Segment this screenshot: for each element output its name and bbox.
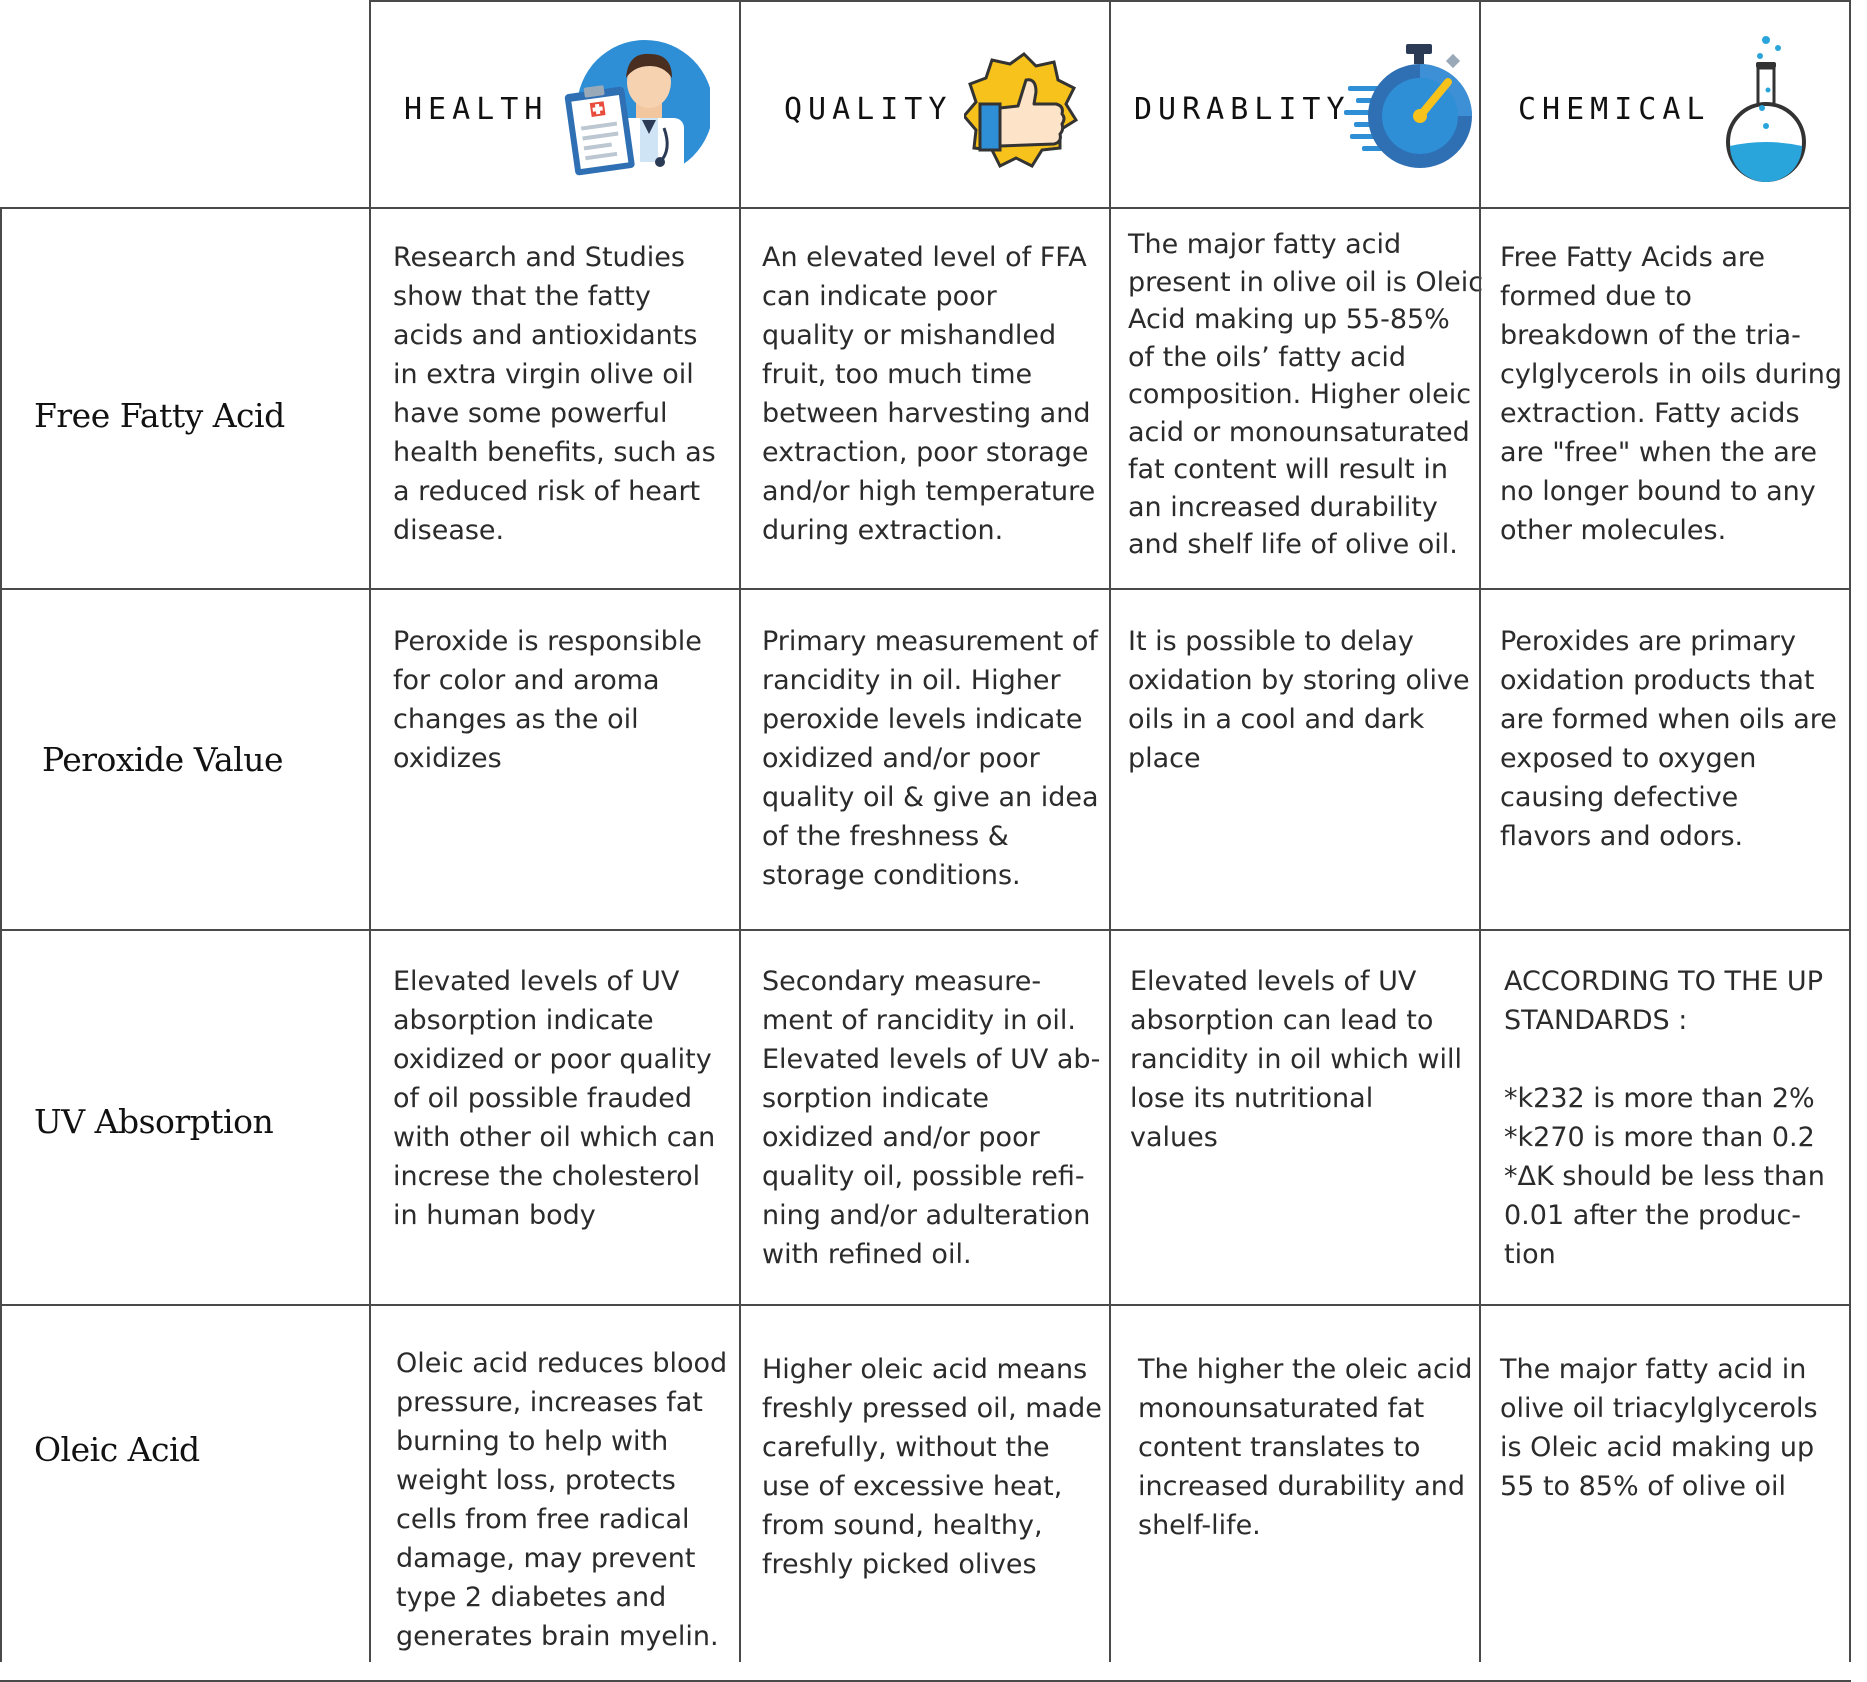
cell-uv-health: Elevated levels of UV absorption indicat… (393, 966, 716, 1231)
cell-ffa-quality: An elevated level of FFA can indicate po… (762, 242, 1096, 546)
cell-peroxide-durability: It is possible to delay oxidation by sto… (1128, 626, 1470, 774)
thumbs-up-badge-icon (964, 52, 1079, 169)
cell-oleic-quality: Higher oleic acid means freshly pressed … (762, 1354, 1102, 1580)
cell-ffa-chemical: Free Fatty Acids are formed due to break… (1500, 242, 1843, 546)
row-label-free-fatty-acid: Free Fatty Acid (34, 396, 285, 435)
table-divider (0, 207, 1851, 209)
cell-oleic-durability: The higher the oleic acid monounsaturate… (1138, 1354, 1473, 1541)
cell-ffa-health: Research and Studies show that the fatty… (393, 242, 716, 546)
table-border-right (1849, 0, 1851, 1662)
cell-peroxide-health: Peroxide is responsible for color and ar… (393, 626, 702, 774)
stopwatch-icon (1344, 44, 1472, 168)
header-cell-durability: DURABLITY (1110, 0, 1480, 208)
table-divider (0, 588, 1851, 590)
table-divider (739, 0, 741, 1662)
cell-oleic-chemical: The major fatty acid in olive oil triacy… (1500, 1354, 1818, 1502)
cell-uv-chemical: ACCORDING TO THE UP STANDARDS : *k232 is… (1504, 966, 1825, 1270)
row-label-peroxide-value: Peroxide Value (42, 740, 284, 779)
table-divider (0, 929, 1851, 931)
table-divider (1109, 0, 1111, 1662)
table-divider (369, 0, 371, 1662)
row-label-uv-absorption: UV Absorption (34, 1102, 274, 1141)
row-label-oleic-acid: Oleic Acid (34, 1430, 200, 1469)
cell-oleic-health: Oleic acid reduces blood pressure, incre… (396, 1348, 728, 1652)
doctor-icon (564, 40, 710, 178)
header-cell-quality: QUALITY (740, 0, 1110, 208)
column-header-quality: QUALITY (784, 92, 953, 127)
cell-peroxide-quality: Primary measurement of rancidity in oil.… (762, 626, 1099, 891)
table-divider (0, 1304, 1851, 1306)
column-header-durability: DURABLITY (1134, 92, 1351, 127)
column-header-health: HEALTH (404, 92, 549, 127)
header-cell-chemical: CHEMICAL (1480, 0, 1850, 208)
cell-uv-durability: Elevated levels of UV absorption can lea… (1130, 966, 1463, 1153)
flask-icon (1726, 36, 1806, 182)
column-header-chemical: CHEMICAL (1518, 92, 1711, 127)
header-cell-health: HEALTH (370, 0, 740, 208)
table-border-left (0, 207, 2, 1662)
table-divider (1479, 0, 1481, 1662)
cell-peroxide-chemical: Peroxides are primary oxidation products… (1500, 626, 1837, 852)
cell-uv-quality: Secondary measure- ment of rancidity in … (762, 966, 1101, 1270)
cell-ffa-durability: The major fatty acid present in olive oi… (1128, 229, 1484, 560)
